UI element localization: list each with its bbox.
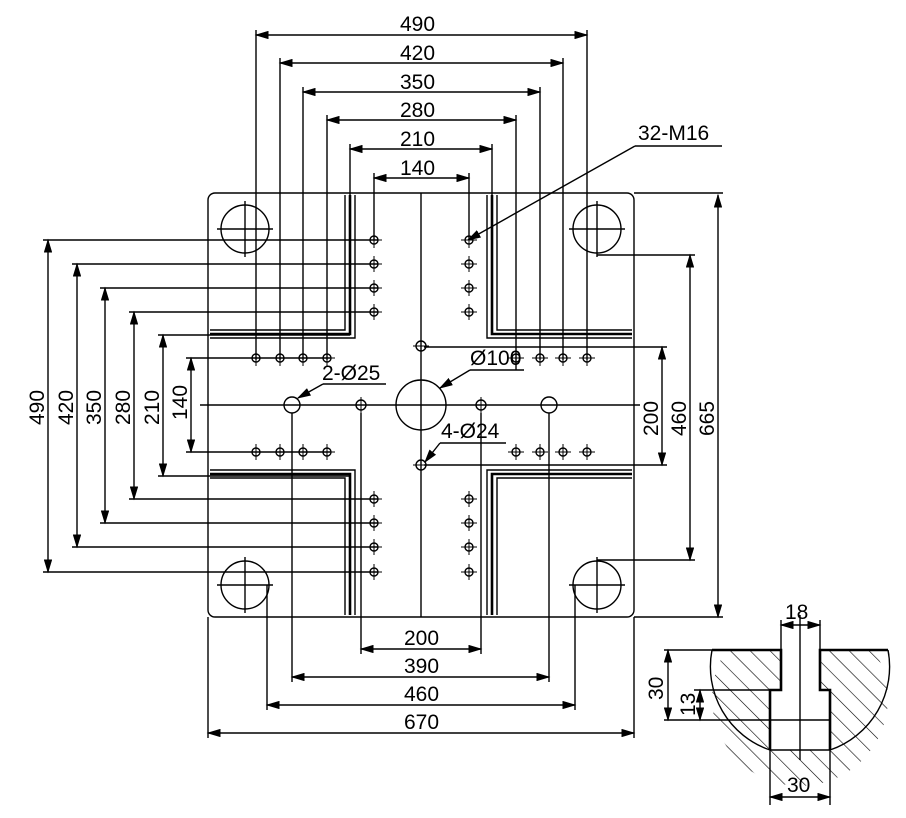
tapped-holes bbox=[248, 232, 595, 580]
callout-center-hole: Ø100 bbox=[470, 347, 521, 370]
right-dim-665: 665 bbox=[696, 401, 719, 436]
bottom-dim-390: 390 bbox=[404, 655, 439, 678]
bottom-dim-460: 460 bbox=[404, 683, 439, 706]
left-dim-140: 140 bbox=[169, 385, 192, 420]
bottom-dim-200: 200 bbox=[404, 627, 439, 650]
left-dim-490: 490 bbox=[26, 390, 49, 425]
callout-small-holes: 4-Ø24 bbox=[441, 420, 500, 443]
center-lines bbox=[200, 193, 640, 617]
callout-locating-holes: 2-Ø25 bbox=[322, 362, 380, 385]
t-slot-section-detail: 18 30 13 30 bbox=[645, 601, 891, 805]
top-dim-280: 280 bbox=[400, 99, 435, 122]
right-dimensions: 200 460 665 bbox=[424, 192, 723, 619]
bottom-dimensions: 200 390 460 670 bbox=[206, 413, 636, 738]
top-dim-350: 350 bbox=[400, 71, 435, 94]
top-dim-210: 210 bbox=[400, 128, 435, 151]
right-dim-200: 200 bbox=[640, 401, 663, 436]
detail-dim-30-depth: 30 bbox=[645, 677, 668, 700]
bottom-dim-670: 670 bbox=[404, 711, 439, 734]
top-dim-490: 490 bbox=[400, 13, 435, 36]
detail-dim-13: 13 bbox=[677, 693, 700, 716]
left-dim-420: 420 bbox=[55, 390, 78, 425]
callout-32-m16: 32-M16 bbox=[638, 122, 709, 145]
left-dim-210: 210 bbox=[141, 390, 164, 425]
top-dimensions: 490 420 350 280 210 140 bbox=[254, 13, 589, 370]
right-dim-460: 460 bbox=[668, 401, 691, 436]
left-dim-280: 280 bbox=[112, 390, 135, 425]
top-dim-420: 420 bbox=[400, 42, 435, 65]
detail-dim-18: 18 bbox=[785, 601, 808, 624]
left-dimensions: 490 420 350 280 210 140 bbox=[26, 238, 378, 574]
detail-dim-30-width: 30 bbox=[787, 774, 810, 797]
top-dim-140: 140 bbox=[400, 157, 435, 180]
center-hole bbox=[395, 379, 447, 431]
t-slots bbox=[210, 195, 632, 615]
callouts: 32-M16 Ø100 2-Ø25 4-Ø24 bbox=[296, 122, 722, 464]
left-dim-350: 350 bbox=[83, 390, 106, 425]
tie-bar-holes bbox=[217, 201, 625, 613]
